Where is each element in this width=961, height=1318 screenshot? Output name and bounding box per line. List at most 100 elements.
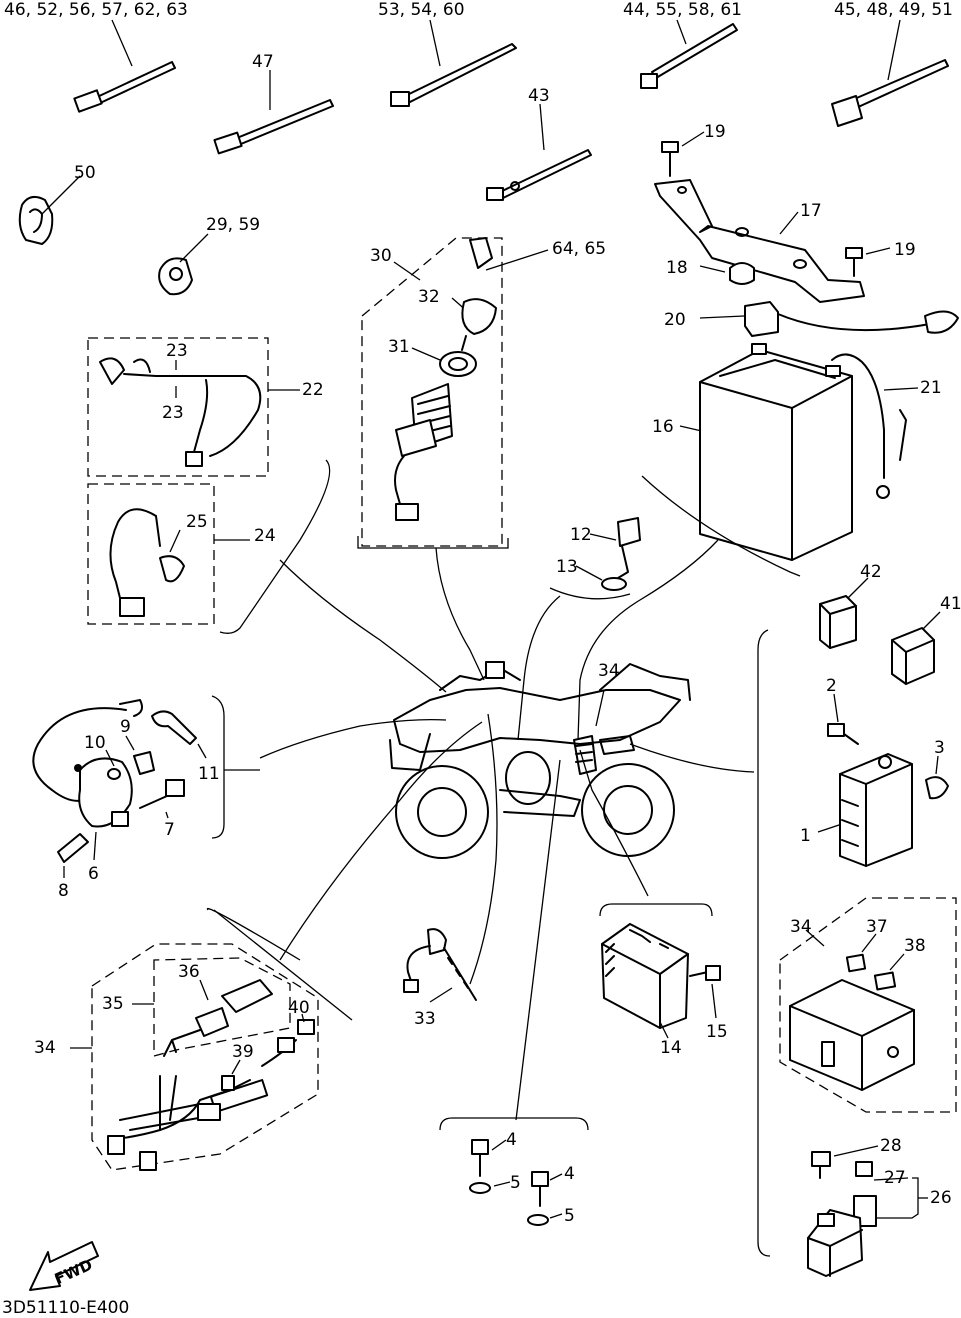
callout-27: 27 bbox=[884, 1168, 906, 1188]
cable-clamp-29 bbox=[158, 233, 209, 296]
nut-31 bbox=[411, 347, 477, 377]
callout-17: 17 bbox=[800, 201, 822, 221]
callout-19-upper: 19 bbox=[704, 122, 726, 142]
washer-13 bbox=[549, 565, 631, 600]
atv-body bbox=[389, 661, 691, 859]
main-switch-body bbox=[394, 383, 453, 521]
callout-20: 20 bbox=[664, 310, 686, 330]
callout-43: 43 bbox=[528, 86, 550, 106]
callout-23-lower: 23 bbox=[162, 403, 184, 423]
callout-18: 18 bbox=[666, 258, 688, 278]
callout-40: 40 bbox=[288, 998, 310, 1018]
callout-5-upper: 5 bbox=[510, 1173, 521, 1193]
callout-47: 47 bbox=[252, 52, 274, 72]
callout-45-48-49-51: 45, 48, 49, 51 bbox=[834, 0, 953, 20]
callout-1: 1 bbox=[800, 826, 811, 846]
ignition-coil-6 bbox=[32, 699, 143, 861]
callout-64-65: 64, 65 bbox=[552, 239, 606, 259]
callout-24: 24 bbox=[254, 526, 276, 546]
callout-50: 50 bbox=[74, 163, 96, 183]
callout-21: 21 bbox=[920, 378, 942, 398]
callout-53-54-60: 53, 54, 60 bbox=[378, 0, 465, 20]
callout-30: 30 bbox=[370, 246, 392, 266]
callout-42: 42 bbox=[860, 562, 882, 582]
callout-9: 9 bbox=[120, 717, 131, 737]
screw-9 bbox=[125, 735, 155, 775]
lead-group-22 bbox=[87, 337, 300, 477]
negative-lead-21 bbox=[831, 353, 919, 499]
battery-bracket-17 bbox=[654, 179, 865, 303]
callout-6: 6 bbox=[88, 864, 99, 884]
right-group-bracket bbox=[757, 629, 771, 1257]
fuse-holder-20 bbox=[699, 301, 959, 337]
sleeve-8 bbox=[57, 833, 89, 878]
battery-16 bbox=[641, 343, 853, 577]
callout-29-59: 29, 59 bbox=[206, 215, 260, 235]
fuse-box-group-34-right bbox=[779, 897, 957, 1113]
callout-19-lower: 19 bbox=[894, 240, 916, 260]
callout-46-52-56-57-62-63: 46, 52, 56, 57, 62, 63 bbox=[4, 0, 188, 20]
cable-tie-46 bbox=[73, 19, 176, 113]
main-switch-group-30 bbox=[357, 237, 509, 549]
bolt-washer-group bbox=[439, 1117, 589, 1226]
callout-4-lower: 4 bbox=[564, 1164, 575, 1184]
cable-tie-44 bbox=[640, 19, 738, 89]
callout-39: 39 bbox=[232, 1042, 254, 1062]
callout-22: 22 bbox=[302, 380, 324, 400]
washer-10 bbox=[105, 749, 121, 780]
callout-36: 36 bbox=[178, 962, 200, 982]
callout-2: 2 bbox=[826, 676, 837, 696]
lead-group-24 bbox=[87, 483, 250, 625]
callout-37: 37 bbox=[866, 917, 888, 937]
callout-31: 31 bbox=[388, 337, 410, 357]
key-32 bbox=[451, 237, 549, 351]
sensor-12 bbox=[589, 517, 641, 579]
callout-13: 13 bbox=[556, 557, 578, 577]
callout-7: 7 bbox=[164, 820, 175, 840]
callout-41: 41 bbox=[940, 594, 961, 614]
callout-23-upper: 23 bbox=[166, 341, 188, 361]
callout-35: 35 bbox=[102, 994, 124, 1014]
fuse-38 bbox=[873, 953, 905, 991]
callout-28: 28 bbox=[880, 1136, 902, 1156]
fuse-27 bbox=[853, 1161, 909, 1227]
bolt-19b bbox=[845, 247, 891, 277]
cable-tie-43 bbox=[486, 103, 592, 201]
callout-33: 33 bbox=[414, 1009, 436, 1029]
relay-42 bbox=[819, 577, 869, 649]
callout-26: 26 bbox=[930, 1188, 952, 1208]
harness-group-outline bbox=[213, 909, 353, 1021]
cable-clamp-45 bbox=[831, 19, 949, 127]
callout-8: 8 bbox=[58, 881, 69, 901]
callout-32: 32 bbox=[418, 287, 440, 307]
plug-cap-11 bbox=[151, 710, 207, 759]
callout-14: 14 bbox=[660, 1038, 682, 1058]
bolt-7 bbox=[139, 779, 185, 819]
regulator-14 bbox=[599, 903, 713, 1039]
harness-group-34-left bbox=[70, 943, 319, 1171]
callout-34-center: 34 bbox=[598, 661, 620, 681]
callout-34-left: 34 bbox=[34, 1038, 56, 1058]
bolt-2 bbox=[827, 693, 859, 745]
callout-11: 11 bbox=[198, 764, 220, 784]
damper-18 bbox=[699, 262, 755, 285]
callout-34-right: 34 bbox=[790, 917, 812, 937]
bolt-15 bbox=[689, 965, 721, 1019]
relay-41 bbox=[891, 611, 941, 685]
callout-5-lower: 5 bbox=[564, 1206, 575, 1226]
callout-16: 16 bbox=[652, 417, 674, 437]
fuse-37 bbox=[845, 933, 877, 973]
leader-lines bbox=[206, 459, 755, 1121]
starter-relay-26 bbox=[807, 1177, 928, 1277]
callout-44-55-58-61: 44, 55, 58, 61 bbox=[623, 0, 742, 20]
grommet-3 bbox=[925, 755, 949, 800]
callout-3: 3 bbox=[934, 738, 945, 758]
bolt-19a bbox=[661, 131, 705, 177]
callout-15: 15 bbox=[706, 1022, 728, 1042]
diagram-code: 3D51110-E400 bbox=[2, 1298, 129, 1318]
fwd-direction-arrow: FWD bbox=[29, 1241, 99, 1291]
callout-10: 10 bbox=[84, 733, 106, 753]
switch-33 bbox=[403, 928, 477, 1003]
